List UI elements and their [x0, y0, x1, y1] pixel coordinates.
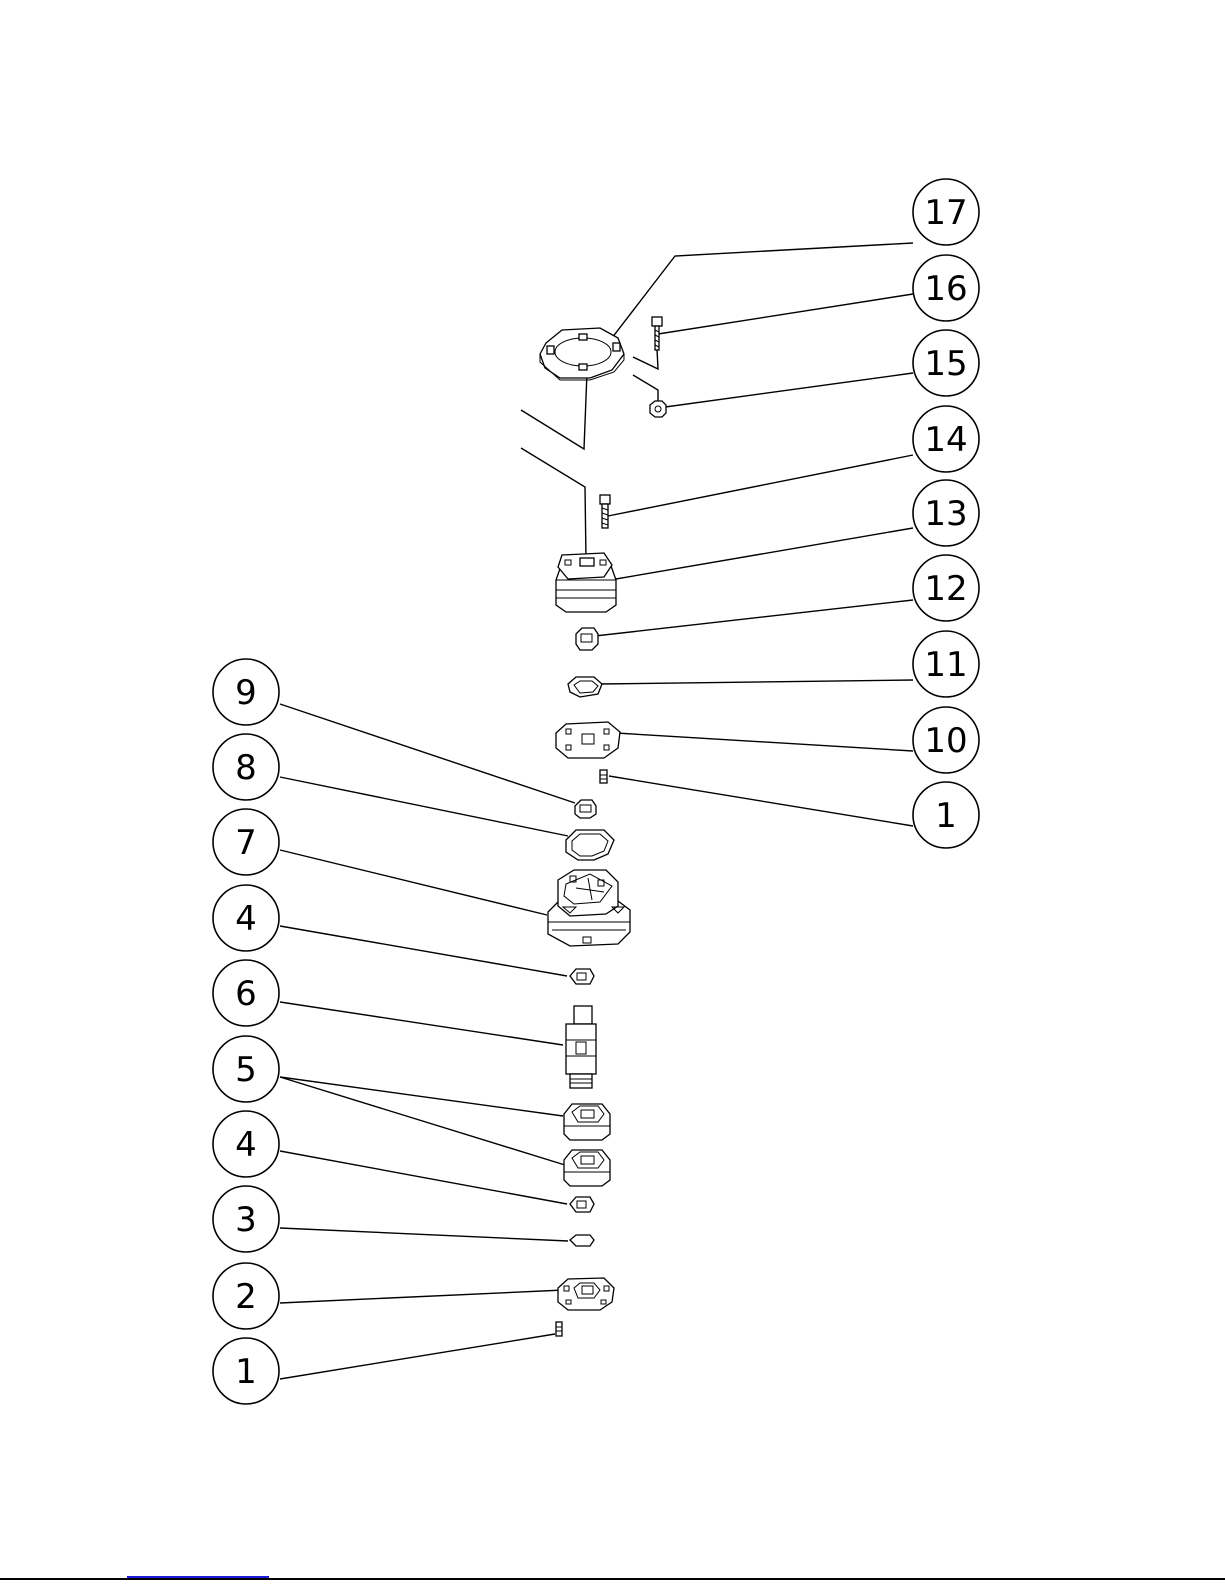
leader-2: [280, 1290, 564, 1303]
part-2-base-plate: [558, 1278, 614, 1310]
leader-4-lower: [280, 1151, 567, 1204]
leader-15: [658, 373, 913, 408]
balloon-8-label: 8: [235, 748, 257, 788]
balloon-1-right-label: 1: [935, 796, 957, 836]
part-8-ring: [566, 830, 614, 860]
leader-5a: [280, 1077, 563, 1116]
leader-7: [280, 850, 547, 915]
balloon-1-left-label: 1: [235, 1352, 257, 1392]
balloon-7: 7: [213, 809, 279, 875]
balloon-9: 9: [213, 659, 279, 725]
part-17-ring-clamp: [540, 328, 624, 380]
parts: [540, 317, 666, 1336]
balloon-16: 16: [913, 255, 979, 321]
balloon-4-lower: 4: [213, 1111, 279, 1177]
balloon-2: 2: [213, 1263, 279, 1329]
leader-3: [280, 1228, 568, 1241]
leader-5b: [280, 1077, 565, 1165]
balloon-13: 13: [913, 480, 979, 546]
axis-line-lower: [521, 448, 586, 560]
balloon-5-label: 5: [235, 1050, 257, 1090]
part-1-pin-upper: [600, 770, 607, 783]
balloon-7-label: 7: [235, 823, 257, 863]
balloon-17-label: 17: [924, 193, 967, 233]
balloon-15: 15: [913, 330, 979, 396]
leader-10: [616, 733, 913, 751]
part-12-small-bearing: [576, 628, 598, 650]
balloon-8: 8: [213, 734, 279, 800]
part-4-clip-lower: [570, 1197, 594, 1212]
part-9-small-bearing: [575, 800, 596, 818]
part-1-pin-lower: [556, 1322, 562, 1336]
page-link-underline[interactable]: [127, 1576, 269, 1578]
balloon-6: 6: [213, 960, 279, 1026]
balloon-4-upper: 4: [213, 885, 279, 951]
part-10-plate: [556, 722, 620, 758]
balloon-4-lower-label: 4: [235, 1125, 257, 1165]
balloon-17: 17: [913, 179, 979, 245]
leader-9: [280, 704, 575, 803]
leader-12: [595, 600, 913, 636]
leader-11: [598, 680, 913, 684]
page-bottom-rule: [0, 1578, 1225, 1580]
axis-line-upper: [521, 372, 587, 449]
part-3-washer: [570, 1235, 594, 1246]
part-11-gasket: [568, 677, 602, 697]
balloon-16-label: 16: [924, 269, 967, 309]
balloon-9-label: 9: [235, 673, 257, 713]
balloon-1-right: 1: [913, 782, 979, 848]
balloon-3-label: 3: [235, 1200, 257, 1240]
balloon-10-label: 10: [924, 721, 967, 761]
part-13-cylinder-stack: [556, 553, 616, 612]
leader-17: [605, 243, 913, 347]
balloon-4-upper-label: 4: [235, 899, 257, 939]
balloon-12: 12: [913, 555, 979, 621]
leader-1-right: [609, 776, 913, 826]
leader-4-upper: [280, 926, 567, 976]
leader-6: [280, 1002, 563, 1045]
balloon-2-label: 2: [235, 1277, 257, 1317]
leader-13: [610, 528, 913, 580]
balloon-6-label: 6: [235, 974, 257, 1014]
leader-14: [608, 455, 913, 516]
axis-line-nut-15: [633, 375, 658, 402]
part-5-bushing-lower: [564, 1150, 610, 1186]
balloon-10: 10: [913, 707, 979, 773]
balloon-11: 11: [913, 631, 979, 697]
balloon-1-left: 1: [213, 1338, 279, 1404]
part-15-nut: [650, 401, 666, 417]
balloon-5: 5: [213, 1036, 279, 1102]
leader-1-left: [280, 1334, 555, 1379]
balloon-11-label: 11: [924, 645, 967, 685]
balloon-13-label: 13: [924, 494, 967, 534]
part-4-clip-upper: [570, 969, 594, 984]
axis-line-screw-16: [633, 349, 658, 369]
part-7-main-housing: [548, 870, 630, 946]
part-5-bushing-upper: [564, 1104, 610, 1140]
part-6-shaft: [566, 1006, 596, 1088]
part-14-bolt: [600, 495, 610, 528]
balloon-15-label: 15: [924, 344, 967, 384]
balloon-12-label: 12: [924, 569, 967, 609]
leader-16: [658, 294, 913, 334]
balloon-3: 3: [213, 1186, 279, 1252]
balloon-14: 14: [913, 406, 979, 472]
balloon-14-label: 14: [924, 420, 967, 460]
